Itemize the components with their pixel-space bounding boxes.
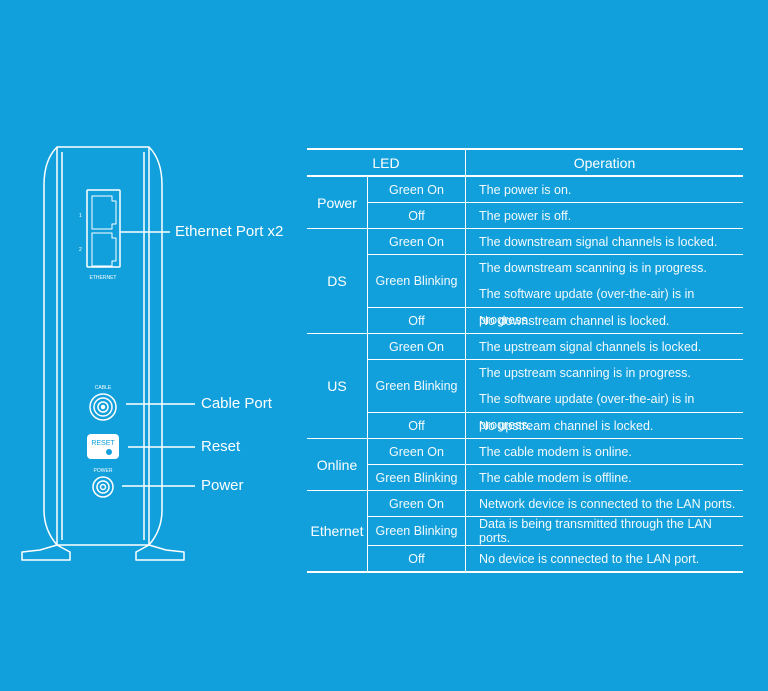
operation-text: The software update (over-the-air) is in… — [479, 287, 695, 327]
led-state: Green Blinking — [367, 254, 466, 308]
operation-text: No upstream channel is locked. — [465, 412, 743, 439]
table-row: Green Blinking The downstream scanning i… — [307, 254, 743, 327]
operation-cell: The downstream scanning is in progress. … — [465, 254, 743, 327]
operation-text: The software update (over-the-air) is in… — [479, 392, 695, 432]
led-state: Green On — [367, 333, 466, 360]
reset-callout: Reset — [201, 438, 241, 455]
port-number-2: 2 — [79, 247, 82, 253]
led-name: Power — [307, 176, 368, 229]
operation-header: Operation — [465, 149, 743, 177]
cable-port-callout: Cable Port — [201, 395, 272, 412]
operation-text: No downstream channel is locked. — [465, 307, 743, 334]
led-status-table: LED Operation Power Green On The power i… — [307, 148, 743, 573]
led-name: US — [307, 333, 368, 439]
led-state: Off — [367, 307, 466, 334]
operation-text: Network device is connected to the LAN p… — [465, 490, 743, 517]
table-row: Off No upstream channel is locked. — [307, 412, 743, 439]
led-state: Green On — [367, 228, 466, 255]
led-state: Green On — [367, 438, 466, 465]
table-row: Green Blinking The upstream scanning is … — [307, 359, 743, 432]
table-row: Ethernet Green On Network device is conn… — [307, 490, 743, 573]
ethernet-port-callout: Ethernet Port x2 — [175, 223, 284, 240]
operation-text: The power is on. — [465, 176, 743, 203]
led-state: Green Blinking — [367, 516, 466, 546]
operation-text: No device is connected to the LAN port. — [465, 545, 743, 573]
table-row: US Green On The upstream signal channels… — [307, 333, 743, 439]
cable-port-connector — [89, 393, 117, 421]
led-header: LED — [307, 149, 466, 177]
led-state: Off — [367, 545, 466, 573]
operation-text: The power is off. — [465, 202, 743, 229]
reset-button: RESET — [87, 434, 119, 459]
operation-text: The cable modem is online. — [465, 438, 743, 465]
operation-text: The cable modem is offline. — [465, 464, 743, 491]
right-foot — [135, 544, 185, 561]
table-row: Off The power is off. — [307, 202, 743, 229]
cable-label: CABLE — [95, 385, 112, 391]
operation-text: Data is being transmitted through the LA… — [465, 516, 743, 546]
table-row: Off No device is connected to the LAN po… — [307, 545, 743, 573]
led-state: Off — [367, 202, 466, 229]
operation-text: The upstream scanning is in progress. — [479, 366, 691, 380]
ethernet-label: ETHERNET — [90, 275, 117, 281]
operation-text: The downstream scanning is in progress. — [479, 261, 707, 275]
power-callout: Power — [201, 477, 244, 494]
led-state: Off — [367, 412, 466, 439]
led-state: Green Blinking — [367, 464, 466, 491]
ethernet-ports — [86, 189, 121, 268]
left-foot — [21, 544, 71, 561]
led-name: DS — [307, 228, 368, 334]
table-row: Off No downstream channel is locked. — [307, 307, 743, 334]
led-name: Ethernet — [307, 490, 368, 573]
led-name: Online — [307, 438, 368, 491]
table-row: Online Green On The cable modem is onlin… — [307, 438, 743, 491]
operation-text: The upstream signal channels is locked. — [465, 333, 743, 360]
power-label: POWER — [94, 468, 113, 474]
operation-text: The downstream signal channels is locked… — [465, 228, 743, 255]
led-state: Green On — [367, 176, 466, 203]
operation-cell: The upstream scanning is in progress. Th… — [465, 359, 743, 432]
port-number-1: 1 — [79, 213, 82, 219]
table-row: Green Blinking Data is being transmitted… — [307, 516, 743, 546]
modem-illustration: RESET 1 2 ETHERNET CABLE POWER — [21, 146, 195, 561]
table-row: Power Green On The power is on. — [307, 176, 743, 229]
table-row: DS Green On The downstream signal channe… — [307, 228, 743, 334]
reset-label: RESET — [91, 440, 115, 447]
led-state: Green On — [367, 490, 466, 517]
power-port-connector — [92, 476, 114, 498]
led-state: Green Blinking — [367, 359, 466, 413]
table-row: Green Blinking The cable modem is offlin… — [307, 464, 743, 491]
